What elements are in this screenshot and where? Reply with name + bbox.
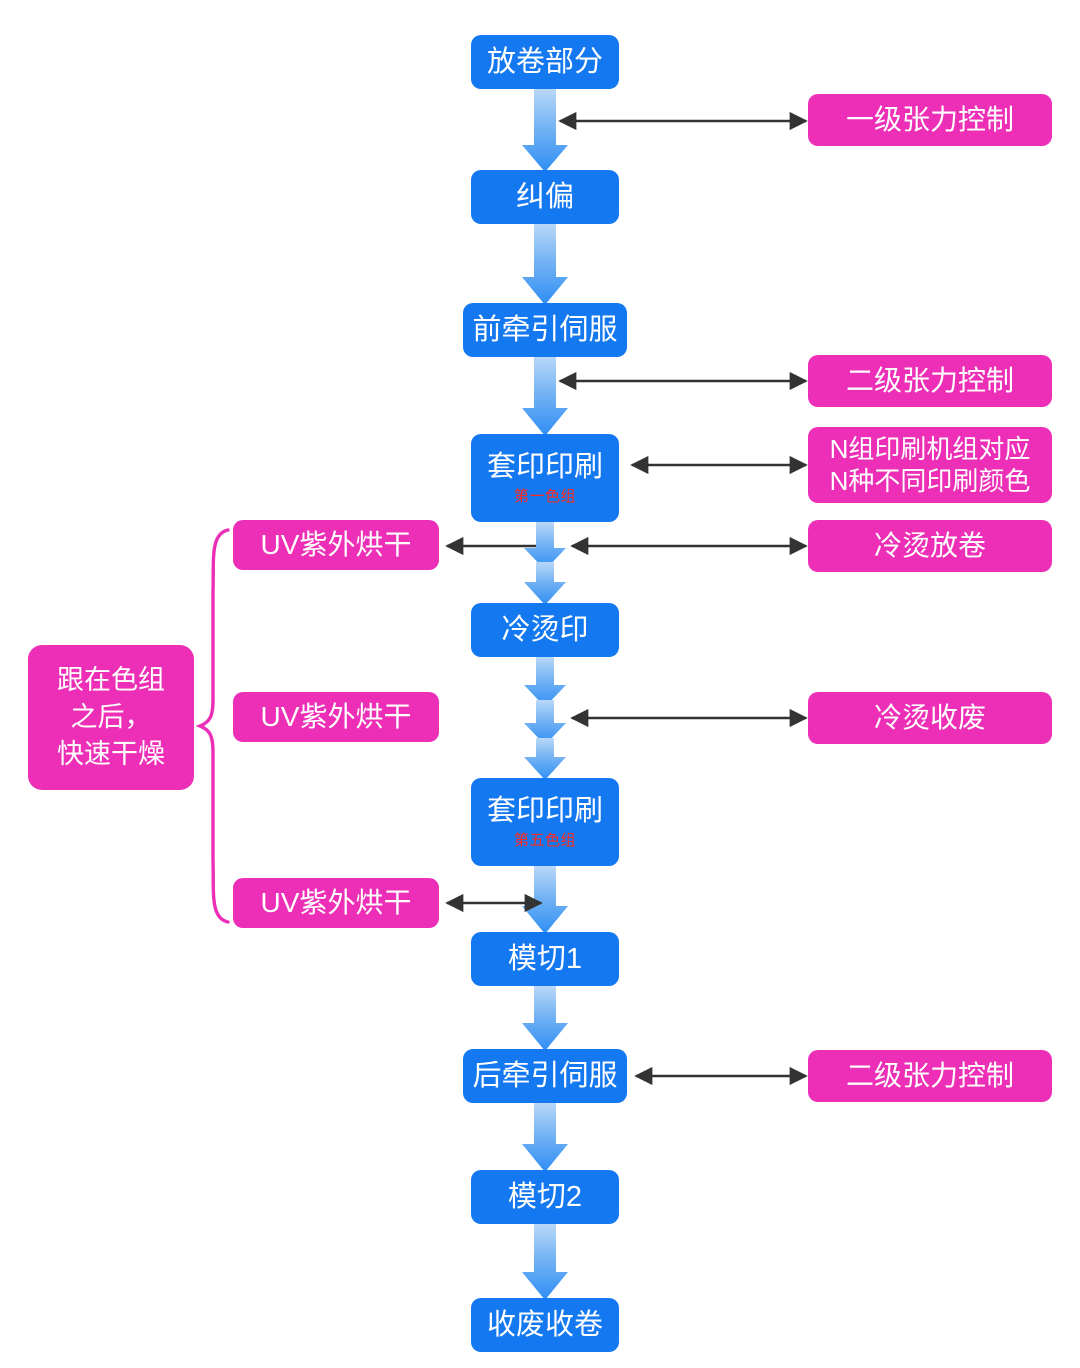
node-overprint-printing-1-sublabel: 第一色组: [513, 488, 576, 506]
node-cold-foil-stamping-label: 冷烫印: [501, 613, 589, 646]
node-uv-dryer-1-label: UV紫外烘干: [260, 529, 412, 561]
node-overprint-printing-5-sublabel: 第五色组: [513, 832, 576, 850]
arrow-guide-to-front-servo: [522, 224, 568, 305]
node-unwind-label: 放卷部分: [486, 45, 603, 78]
node-drying-note[interactable]: 跟在色组 之后， 快速干燥: [28, 645, 194, 790]
arrow-coldfoil-to-overprint5-c: [524, 738, 566, 780]
node-die-cut-1[interactable]: 模切1: [471, 932, 619, 986]
node-n-print-units-colors-label: N组印刷机组对应 N种不同印刷颜色: [829, 433, 1031, 497]
node-cold-foil-waste-rewind[interactable]: 冷烫收废: [808, 692, 1052, 744]
node-web-guide[interactable]: 纠偏: [471, 170, 619, 224]
node-tension-control-level-1-label: 一级张力控制: [845, 104, 1014, 136]
node-die-cut-2-label: 模切2: [507, 1180, 583, 1213]
arrow-diecut1-to-rear-servo: [522, 986, 568, 1051]
node-waste-rewind[interactable]: 收废收卷: [471, 1298, 619, 1352]
node-front-traction-servo-label: 前牵引伺服: [472, 313, 618, 346]
flow-arrow-group: [522, 89, 568, 1300]
node-overprint-printing-1[interactable]: 套印印刷 第一色组: [471, 434, 619, 522]
node-rear-traction-servo[interactable]: 后牵引伺服: [463, 1049, 627, 1103]
drying-group-brace: [195, 528, 230, 924]
node-uv-dryer-1[interactable]: UV紫外烘干: [233, 520, 439, 570]
node-overprint-printing-5-label: 套印印刷: [486, 795, 603, 828]
node-uv-dryer-2-label: UV紫外烘干: [260, 701, 412, 733]
node-uv-dryer-2[interactable]: UV紫外烘干: [233, 692, 439, 742]
arrow-coldfoil-to-overprint5-b: [524, 700, 566, 745]
node-tension-control-level-2-rear[interactable]: 二级张力控制: [808, 1050, 1052, 1102]
arrow-front-servo-to-overprint1: [522, 357, 568, 436]
node-front-traction-servo[interactable]: 前牵引伺服: [463, 303, 627, 357]
node-cold-foil-unwind[interactable]: 冷烫放卷: [808, 520, 1052, 572]
node-overprint-printing-5[interactable]: 套印印刷 第五色组: [471, 778, 619, 866]
node-die-cut-1-label: 模切1: [507, 942, 583, 975]
node-uv-dryer-3-label: UV紫外烘干: [260, 887, 412, 919]
node-waste-rewind-label: 收废收卷: [486, 1308, 603, 1341]
node-unwind[interactable]: 放卷部分: [471, 35, 619, 89]
arrow-overprint5-to-diecut1: [522, 866, 568, 934]
node-cold-foil-unwind-label: 冷烫放卷: [873, 530, 986, 562]
node-tension-control-level-2-front-label: 二级张力控制: [845, 365, 1014, 397]
node-drying-note-label: 跟在色组 之后， 快速干燥: [57, 665, 165, 769]
arrow-overprint1-to-coldfoil-b: [524, 562, 566, 605]
node-n-print-units-colors[interactable]: N组印刷机组对应 N种不同印刷颜色: [808, 427, 1052, 503]
node-rear-traction-servo-label: 后牵引伺服: [472, 1059, 618, 1092]
node-tension-control-level-2-front[interactable]: 二级张力控制: [808, 355, 1052, 407]
node-uv-dryer-3[interactable]: UV紫外烘干: [233, 878, 439, 928]
node-cold-foil-stamping[interactable]: 冷烫印: [471, 603, 619, 657]
node-web-guide-label: 纠偏: [515, 180, 574, 213]
arrow-rear-servo-to-diecut2: [522, 1103, 568, 1172]
node-tension-control-level-2-rear-label: 二级张力控制: [845, 1060, 1014, 1092]
node-cold-foil-waste-rewind-label: 冷烫收废: [873, 702, 986, 734]
node-die-cut-2[interactable]: 模切2: [471, 1170, 619, 1224]
node-tension-control-level-1[interactable]: 一级张力控制: [808, 94, 1052, 146]
arrow-diecut2-to-waste: [522, 1224, 568, 1300]
arrow-overprint1-to-coldfoil-a: [524, 522, 566, 570]
node-overprint-printing-1-label: 套印印刷: [486, 451, 603, 484]
arrow-unwind-to-guide: [522, 89, 568, 172]
arrow-coldfoil-to-overprint5-a: [524, 657, 566, 707]
